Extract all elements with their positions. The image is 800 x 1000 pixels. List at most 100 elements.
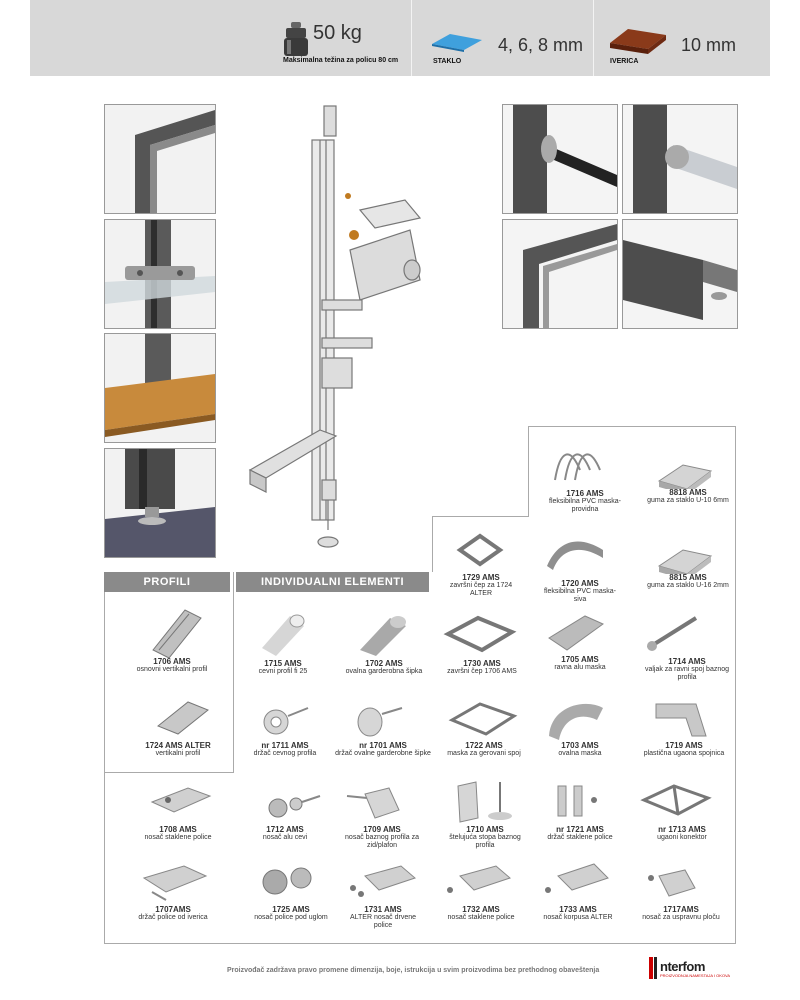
part-code: 1732 AMS (462, 905, 500, 914)
part-desc: završni čep 1706 AMS (447, 668, 517, 675)
company-logo-mark (649, 957, 657, 979)
detail-photo-glass-clip (502, 104, 618, 214)
frame-edge (735, 426, 736, 944)
part-code: 1712 AMS (266, 825, 304, 834)
part-desc: nosač baznog profila za zid/plafon (345, 834, 419, 849)
part-image-1716 (554, 453, 601, 481)
part-image-1730 (443, 615, 517, 653)
frame-edge (528, 426, 529, 516)
part-code: 1707AMS (155, 905, 191, 914)
part-code: 1705 AMS (561, 655, 599, 664)
header-divider (593, 0, 594, 76)
part-image-1721 (557, 785, 597, 817)
footer-disclaimer: Proizvođač zadržava pravo promene dimenz… (227, 967, 600, 974)
part-desc: valjak za ravni spoj baznog profila (644, 666, 730, 681)
chipboard-icon (610, 29, 666, 54)
part-code: 1725 AMS (272, 905, 310, 914)
part-desc: vertikalni profil (155, 750, 201, 757)
frame-edge (233, 572, 234, 772)
part-code: 1729 AMS (462, 573, 500, 582)
detail-photo-profile-frame (104, 104, 216, 214)
part-code: 1731 AMS (364, 905, 402, 914)
part-desc: držač police od iverica (138, 914, 208, 921)
part-image-1719 (655, 703, 707, 737)
weight-value: 50 kg (313, 22, 362, 44)
frame-edge (104, 772, 234, 773)
tab-profili: PROFILI (104, 572, 230, 592)
part-desc: nosač alu cevi (262, 834, 308, 841)
part-image-1714 (646, 616, 698, 651)
part-desc: ovalna garderobna šipka (345, 668, 423, 675)
part-code: 1709 AMS (363, 825, 401, 834)
part-desc: ovalna maska (558, 750, 602, 757)
part-desc: ugaoni konektor (657, 834, 707, 841)
detail-photo-adjustable-foot (104, 448, 216, 558)
detail-photo-wood-shelf (104, 333, 216, 443)
part-image-1731 (350, 865, 416, 897)
part-desc: nosač police pod uglom (254, 914, 328, 921)
part-code: 1716 AMS (566, 489, 604, 498)
part-image-1711 (263, 707, 309, 735)
frame-edge (528, 426, 736, 427)
part-image-1713 (640, 784, 712, 816)
part-code: 8815 AMS (669, 573, 707, 582)
part-desc: fleksibilna PVC maska-providna (549, 498, 621, 513)
part-desc: završni čep za 1724 ALTER (449, 582, 513, 597)
part-image-1701 (357, 707, 403, 737)
chipboard-caption: IVERICA (610, 58, 639, 65)
part-code: 1724 AMS ALTER (145, 741, 211, 750)
part-desc: guma za staklo U-10 6mm (647, 497, 729, 504)
part-desc: štelujuća stopa baznog profila (449, 834, 521, 849)
part-image-8818 (658, 464, 712, 489)
part-desc: plastična ugaona spojnica (643, 750, 725, 757)
glass-caption: STAKLO (433, 58, 462, 65)
part-desc: držač staklene police (547, 834, 613, 841)
part-image-1729 (456, 533, 504, 567)
frame-edge (104, 572, 105, 944)
exploded-assembly-drawing (248, 105, 422, 548)
company-logo-wordmark: nterfom (660, 959, 705, 974)
glass-thickness: 4, 6, 8 mm (498, 35, 584, 55)
part-desc: nosač staklene police (144, 834, 212, 841)
part-desc: nosač staklene police (447, 914, 515, 921)
part-code: 1714 AMS (668, 657, 706, 666)
header-divider (411, 0, 412, 76)
frame-edge (432, 516, 529, 517)
part-code: 1733 AMS (559, 905, 597, 914)
part-desc: osnovni vertikalni profil (136, 666, 208, 673)
part-desc: guma za staklo U-16 2mm (647, 582, 729, 589)
part-code: 1715 AMS (264, 659, 302, 668)
part-image-1709 (346, 787, 400, 819)
detail-photo-base-profile-joint (622, 219, 738, 329)
part-image-1702 (360, 616, 406, 656)
part-image-1732 (447, 865, 511, 893)
part-image-1706 (152, 609, 202, 658)
part-image-1717 (648, 869, 696, 897)
part-image-1710 (457, 781, 512, 823)
part-image-1725 (262, 867, 312, 895)
part-desc: ravna alu maska (554, 664, 606, 671)
part-desc: fleksibilna PVC maska-siva (544, 588, 616, 603)
part-image-1712 (268, 795, 321, 818)
part-code: nr 1701 AMS (359, 741, 407, 750)
part-image-1708 (150, 787, 212, 813)
part-code: 1706 AMS (153, 657, 191, 666)
